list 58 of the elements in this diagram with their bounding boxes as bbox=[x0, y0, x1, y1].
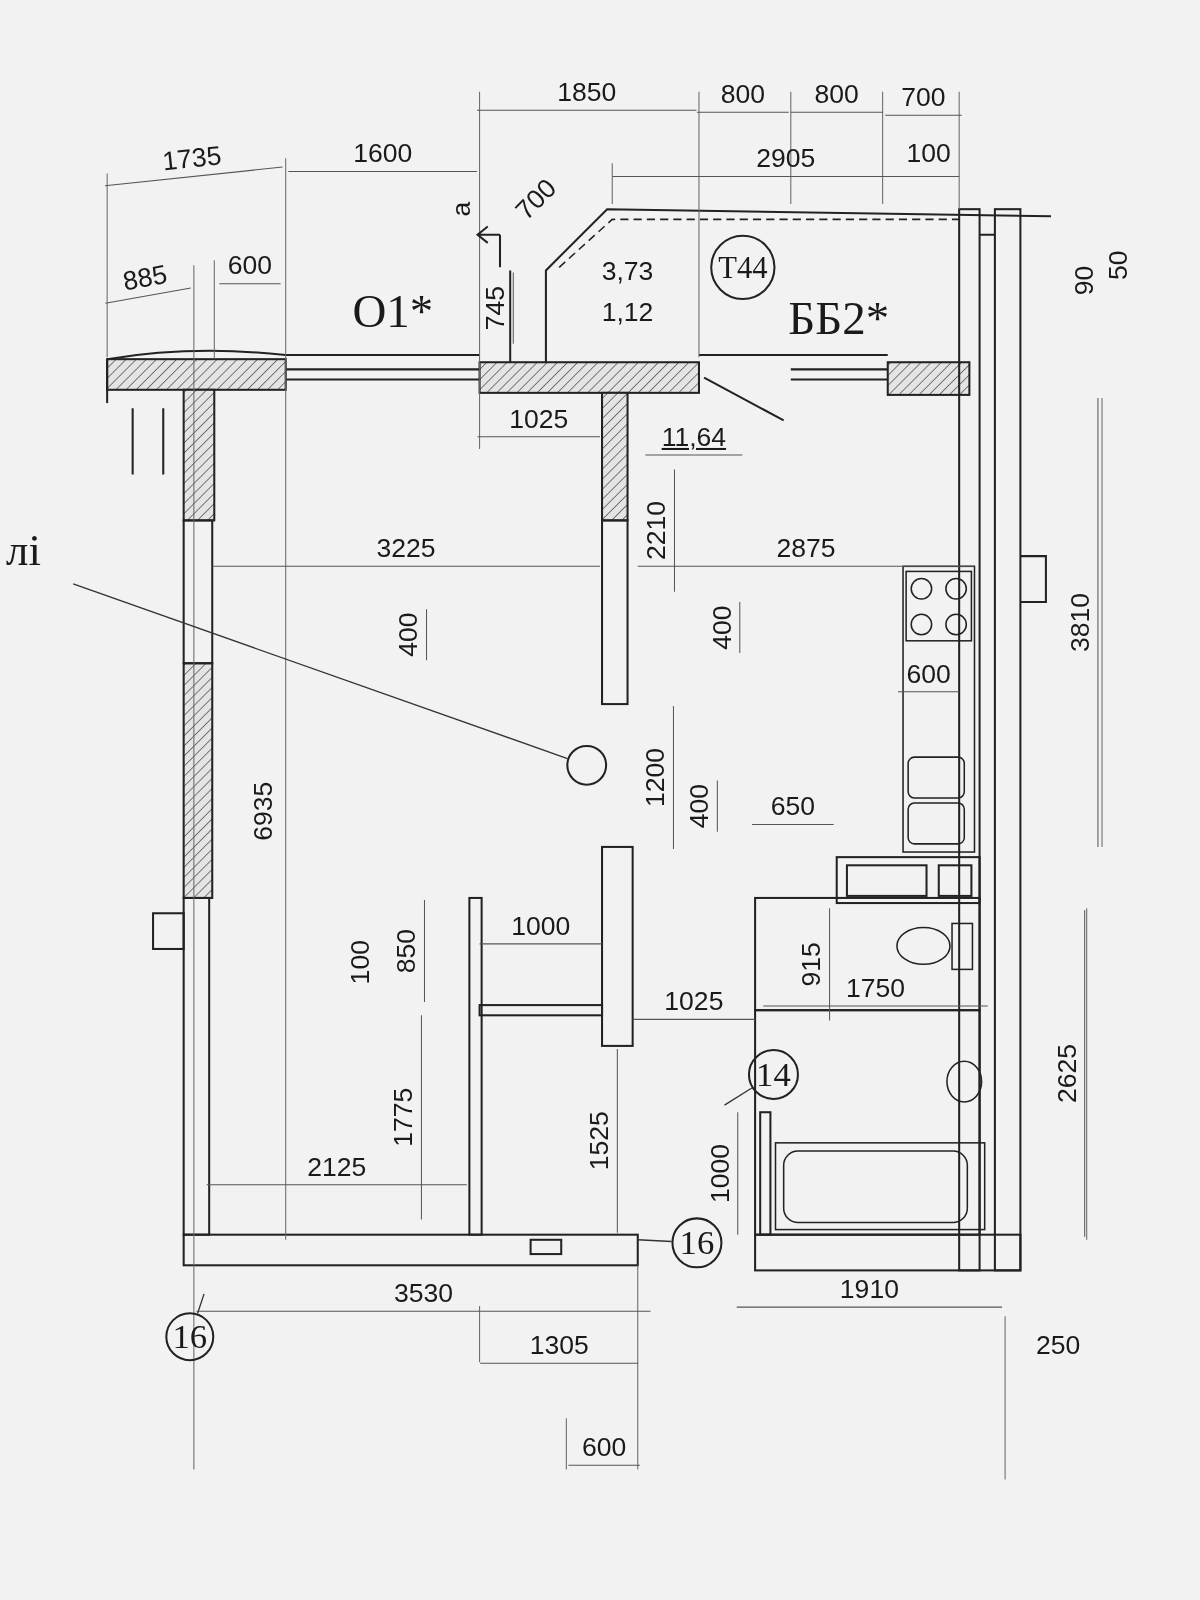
dimension-label: 1775 bbox=[389, 1087, 417, 1147]
room-label: ББ2* bbox=[788, 294, 890, 342]
dimension-label: 700 bbox=[510, 173, 561, 224]
dimension-label: 1000 bbox=[706, 1143, 733, 1203]
area-label: 11,64 bbox=[661, 423, 727, 450]
dimension-label: 1735 bbox=[161, 141, 223, 175]
dimension-label: 400 bbox=[708, 605, 735, 650]
dimension-label: 100 bbox=[906, 139, 951, 167]
dimension-label: 6935 bbox=[250, 781, 277, 841]
dimension-label: 915 bbox=[797, 942, 825, 987]
leader-line bbox=[723, 1087, 753, 1106]
dimension-label: 800 bbox=[814, 80, 859, 108]
dimension-label: 650 bbox=[770, 792, 815, 820]
cut-off-label: лі bbox=[6, 528, 41, 574]
dimension-label: 1910 bbox=[839, 1275, 899, 1303]
dimension-label: 1600 bbox=[353, 139, 413, 167]
dimension-label: 2125 bbox=[307, 1153, 367, 1180]
callout-circle: 14 bbox=[747, 1048, 799, 1100]
dimension-label: 1750 bbox=[846, 974, 905, 1001]
dimension-label: 800 bbox=[720, 80, 765, 108]
dimension-label: 3225 bbox=[376, 534, 436, 562]
dimension-label: 850 bbox=[392, 928, 420, 974]
section-mark: a bbox=[447, 201, 475, 217]
dimension-label: 1200 bbox=[641, 748, 669, 808]
dimension-label: 1025 bbox=[509, 405, 569, 432]
dimension-label: 250 bbox=[1036, 1331, 1081, 1359]
dimension-label: 1025 bbox=[664, 987, 724, 1015]
dimension-label: 2625 bbox=[1053, 1043, 1080, 1103]
leader-line bbox=[637, 1239, 673, 1243]
room-label: O1* bbox=[352, 287, 434, 335]
dimension-label: 2875 bbox=[776, 534, 836, 562]
dimension-label: 100 bbox=[346, 940, 374, 985]
dimension-label: 1305 bbox=[529, 1331, 589, 1359]
leader-line bbox=[72, 583, 569, 760]
dimension-label: 400 bbox=[394, 612, 422, 657]
dimension-label: 1000 bbox=[511, 912, 571, 939]
callout-circle: T44 bbox=[710, 234, 776, 300]
dimension-label: 885 bbox=[120, 260, 169, 295]
dimension-label: 745 bbox=[481, 286, 509, 331]
circle-marker bbox=[566, 744, 608, 786]
dimension-label: 700 bbox=[901, 83, 946, 111]
area-label: 1,12 bbox=[601, 299, 654, 326]
dimension-label: 2905 bbox=[756, 144, 816, 172]
dimension-label: 50 bbox=[1104, 250, 1131, 281]
dimension-label: 2210 bbox=[642, 501, 670, 561]
area-label: 3,73 bbox=[601, 257, 654, 284]
dimension-label: 600 bbox=[227, 252, 273, 279]
callout-circle: 16 bbox=[671, 1217, 723, 1269]
dimension-label: 3530 bbox=[393, 1279, 453, 1307]
dimension-label: 3810 bbox=[1066, 592, 1093, 652]
dimension-label: 600 bbox=[906, 660, 951, 687]
callout-circle: 16 bbox=[165, 1312, 215, 1362]
dimension-label: 600 bbox=[581, 1433, 627, 1461]
dimension-label: 90 bbox=[1070, 265, 1097, 296]
dimension-label: 1850 bbox=[557, 78, 617, 106]
leader-line bbox=[196, 1293, 205, 1315]
dimension-label: 400 bbox=[685, 784, 713, 829]
dimension-label: 1525 bbox=[585, 1111, 613, 1171]
